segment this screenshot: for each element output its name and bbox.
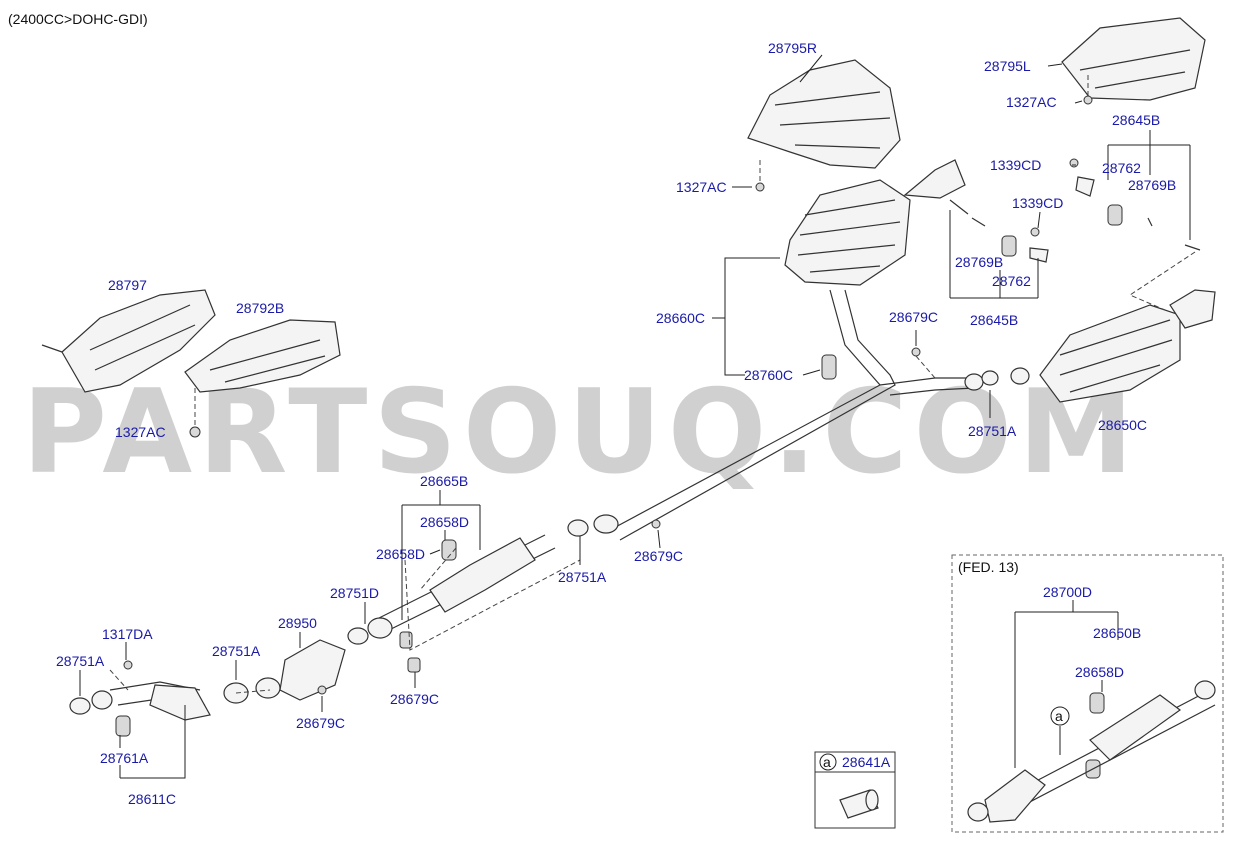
label-28762-a[interactable]: 28762 <box>1102 160 1141 176</box>
label-28762-b[interactable]: 28762 <box>992 273 1031 289</box>
engine-header: (2400CC>DOHC-GDI) <box>8 11 148 27</box>
label-28751A-b[interactable]: 28751A <box>558 569 607 585</box>
label-28761A[interactable]: 28761A <box>100 750 149 766</box>
heat-shield-28797[interactable] <box>41 289 216 393</box>
heat-shield-28795R[interactable] <box>747 59 901 169</box>
label-28792B[interactable]: 28792B <box>236 300 284 316</box>
label-28650B[interactable]: 28650B <box>1093 625 1141 641</box>
label-28679C-a[interactable]: 28679C <box>889 309 938 325</box>
label-28795L[interactable]: 28795L <box>984 58 1031 74</box>
fed-13-box <box>951 554 1224 833</box>
svg-text:a: a <box>823 754 831 770</box>
label-28795R[interactable]: 28795R <box>768 40 817 56</box>
label-28760C[interactable]: 28760C <box>744 367 793 383</box>
label-28611C[interactable]: 28611C <box>128 791 176 807</box>
label-28650C[interactable]: 28650C <box>1098 417 1147 433</box>
front-pipe-converter[interactable] <box>109 534 556 721</box>
heat-shield-28792B[interactable] <box>184 319 341 393</box>
label-28751A-a[interactable]: 28751A <box>968 423 1017 439</box>
label-1327AC-right[interactable]: 1327AC <box>1006 94 1057 110</box>
label-28751A-c[interactable]: 28751A <box>212 643 261 659</box>
label-1317DA[interactable]: 1317DA <box>102 626 153 642</box>
part-labels: 28795R 28795L 1327AC 1327AC 28645B 1339C… <box>56 40 1176 807</box>
label-28660C[interactable]: 28660C <box>656 310 705 326</box>
hangers-nuts[interactable] <box>115 95 1201 779</box>
gaskets[interactable] <box>69 367 1030 715</box>
fed-pipe-assembly-28700D[interactable] <box>967 680 1216 823</box>
label-1327AC-mid[interactable]: 1327AC <box>676 179 727 195</box>
label-28658D-c[interactable]: 28658D <box>1075 664 1124 680</box>
label-28797[interactable]: 28797 <box>108 277 147 293</box>
label-28769B-a[interactable]: 28769B <box>1128 177 1176 193</box>
label-28751A-d[interactable]: 28751A <box>56 653 105 669</box>
heat-shield-28795L[interactable] <box>1061 17 1206 101</box>
label-28645B-top[interactable]: 28645B <box>1112 112 1160 128</box>
label-28751D[interactable]: 28751D <box>330 585 379 601</box>
guide-lines <box>109 75 1196 694</box>
label-28769B-b[interactable]: 28769B <box>955 254 1003 270</box>
clamp-28641A[interactable] <box>839 789 879 819</box>
label-1327AC-left[interactable]: 1327AC <box>115 424 166 440</box>
label-28679C-d[interactable]: 28679C <box>296 715 345 731</box>
label-28641A[interactable]: 28641A <box>842 754 891 770</box>
leader-lines <box>79 54 1191 779</box>
center-pipe[interactable] <box>609 289 976 541</box>
svg-text:a: a <box>1055 708 1063 724</box>
label-28658D-b[interactable]: 28658D <box>376 546 425 562</box>
fed-box-title: (FED. 13) <box>958 559 1019 575</box>
label-1339CD-b[interactable]: 1339CD <box>1012 195 1063 211</box>
clamp-detail-box: a <box>814 751 896 829</box>
label-28658D-a[interactable]: 28658D <box>420 514 469 530</box>
detail-ref-a-fed: a <box>1050 706 1070 726</box>
label-28645B-bottom[interactable]: 28645B <box>970 312 1018 328</box>
label-28679C-b[interactable]: 28679C <box>634 548 683 564</box>
label-28679C-c[interactable]: 28679C <box>390 691 439 707</box>
label-28665B[interactable]: 28665B <box>420 473 468 489</box>
muffler-28650C[interactable] <box>1039 289 1216 403</box>
label-28950[interactable]: 28950 <box>278 615 317 631</box>
label-28700D[interactable]: 28700D <box>1043 584 1092 600</box>
muffler-28660C[interactable] <box>784 159 966 286</box>
label-1339CD-a[interactable]: 1339CD <box>990 157 1041 173</box>
